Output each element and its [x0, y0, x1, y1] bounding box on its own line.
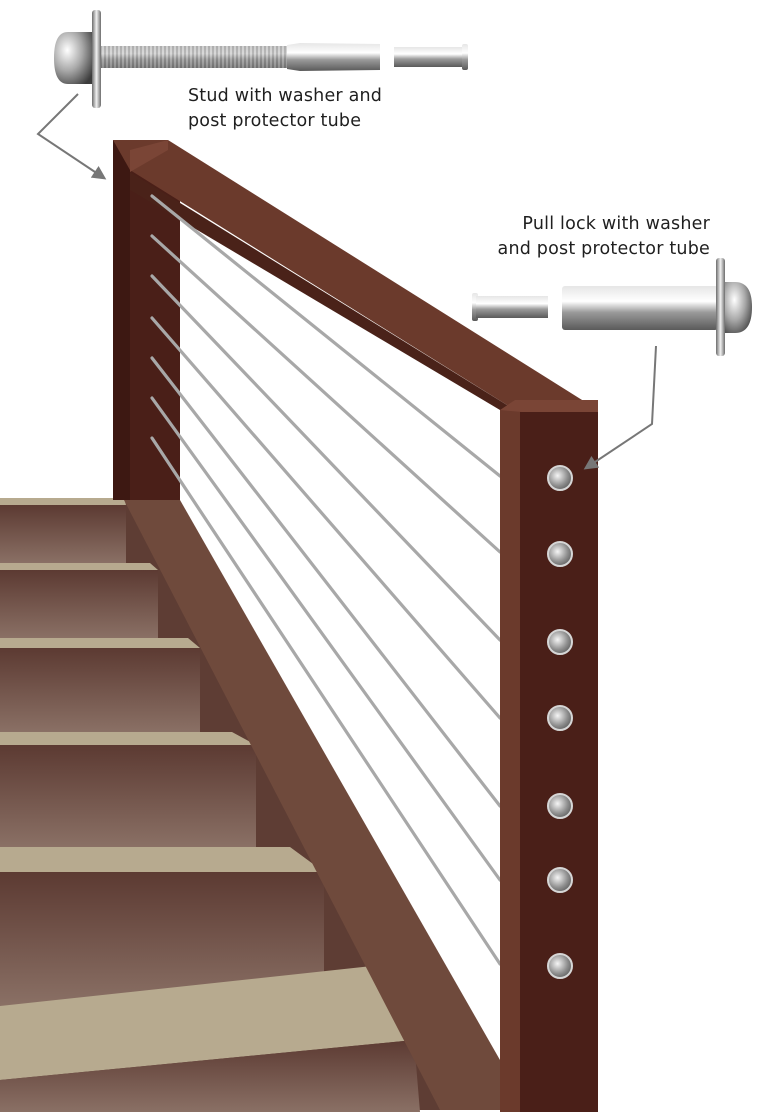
post-protector-tube-icon — [394, 44, 468, 70]
stair-tread — [0, 498, 126, 505]
pull-lock-label: Pull lock with washer and post protector… — [498, 212, 710, 262]
stud-callout-arrow — [36, 93, 107, 180]
pull-lock-label-line2: and post protector tube — [497, 239, 710, 259]
pull-lock-label-line1: Pull lock with washer — [522, 214, 710, 234]
round-fitting-icon — [547, 793, 573, 819]
staircase — [0, 498, 470, 1112]
stair-tread — [0, 638, 200, 648]
pull-lock-callout-arrow — [583, 345, 657, 470]
top-rail — [113, 140, 598, 410]
cable — [150, 274, 502, 642]
stair-tread — [0, 966, 414, 1080]
cable — [150, 356, 502, 808]
stair-riser — [0, 570, 158, 638]
stud-fitting-icon — [54, 10, 468, 108]
stair-riser — [0, 745, 256, 847]
callout-arrows — [36, 93, 657, 470]
pull-lock-fitting-icon — [472, 258, 752, 356]
stud-label-line1: Stud with washer and — [188, 86, 383, 106]
cable-infill — [150, 194, 502, 966]
stair-tread — [0, 563, 158, 570]
cable — [150, 396, 502, 882]
stair-tread — [0, 732, 256, 745]
cable — [150, 436, 502, 966]
left-post-side — [113, 140, 130, 500]
right-post — [500, 400, 598, 1112]
cable — [150, 316, 502, 720]
stair-riser — [0, 648, 200, 732]
cable — [150, 194, 502, 478]
stud-label: Stud with washer and post protector tube — [188, 84, 382, 134]
round-fitting-icon — [547, 629, 573, 655]
round-fitting-icon — [547, 541, 573, 567]
stair-tread — [0, 847, 324, 872]
round-fitting-icon — [547, 705, 573, 731]
post-protector-tube-icon — [472, 293, 548, 321]
stair-riser — [0, 1040, 420, 1112]
stair-riser — [0, 505, 126, 563]
stud-label-line2: post protector tube — [188, 111, 362, 131]
round-fitting-icon — [547, 953, 573, 979]
cable — [150, 234, 502, 554]
stair-stringer — [124, 500, 500, 1110]
round-fitting-icon — [547, 465, 573, 491]
post-fittings — [547, 465, 573, 979]
round-fitting-icon — [547, 867, 573, 893]
